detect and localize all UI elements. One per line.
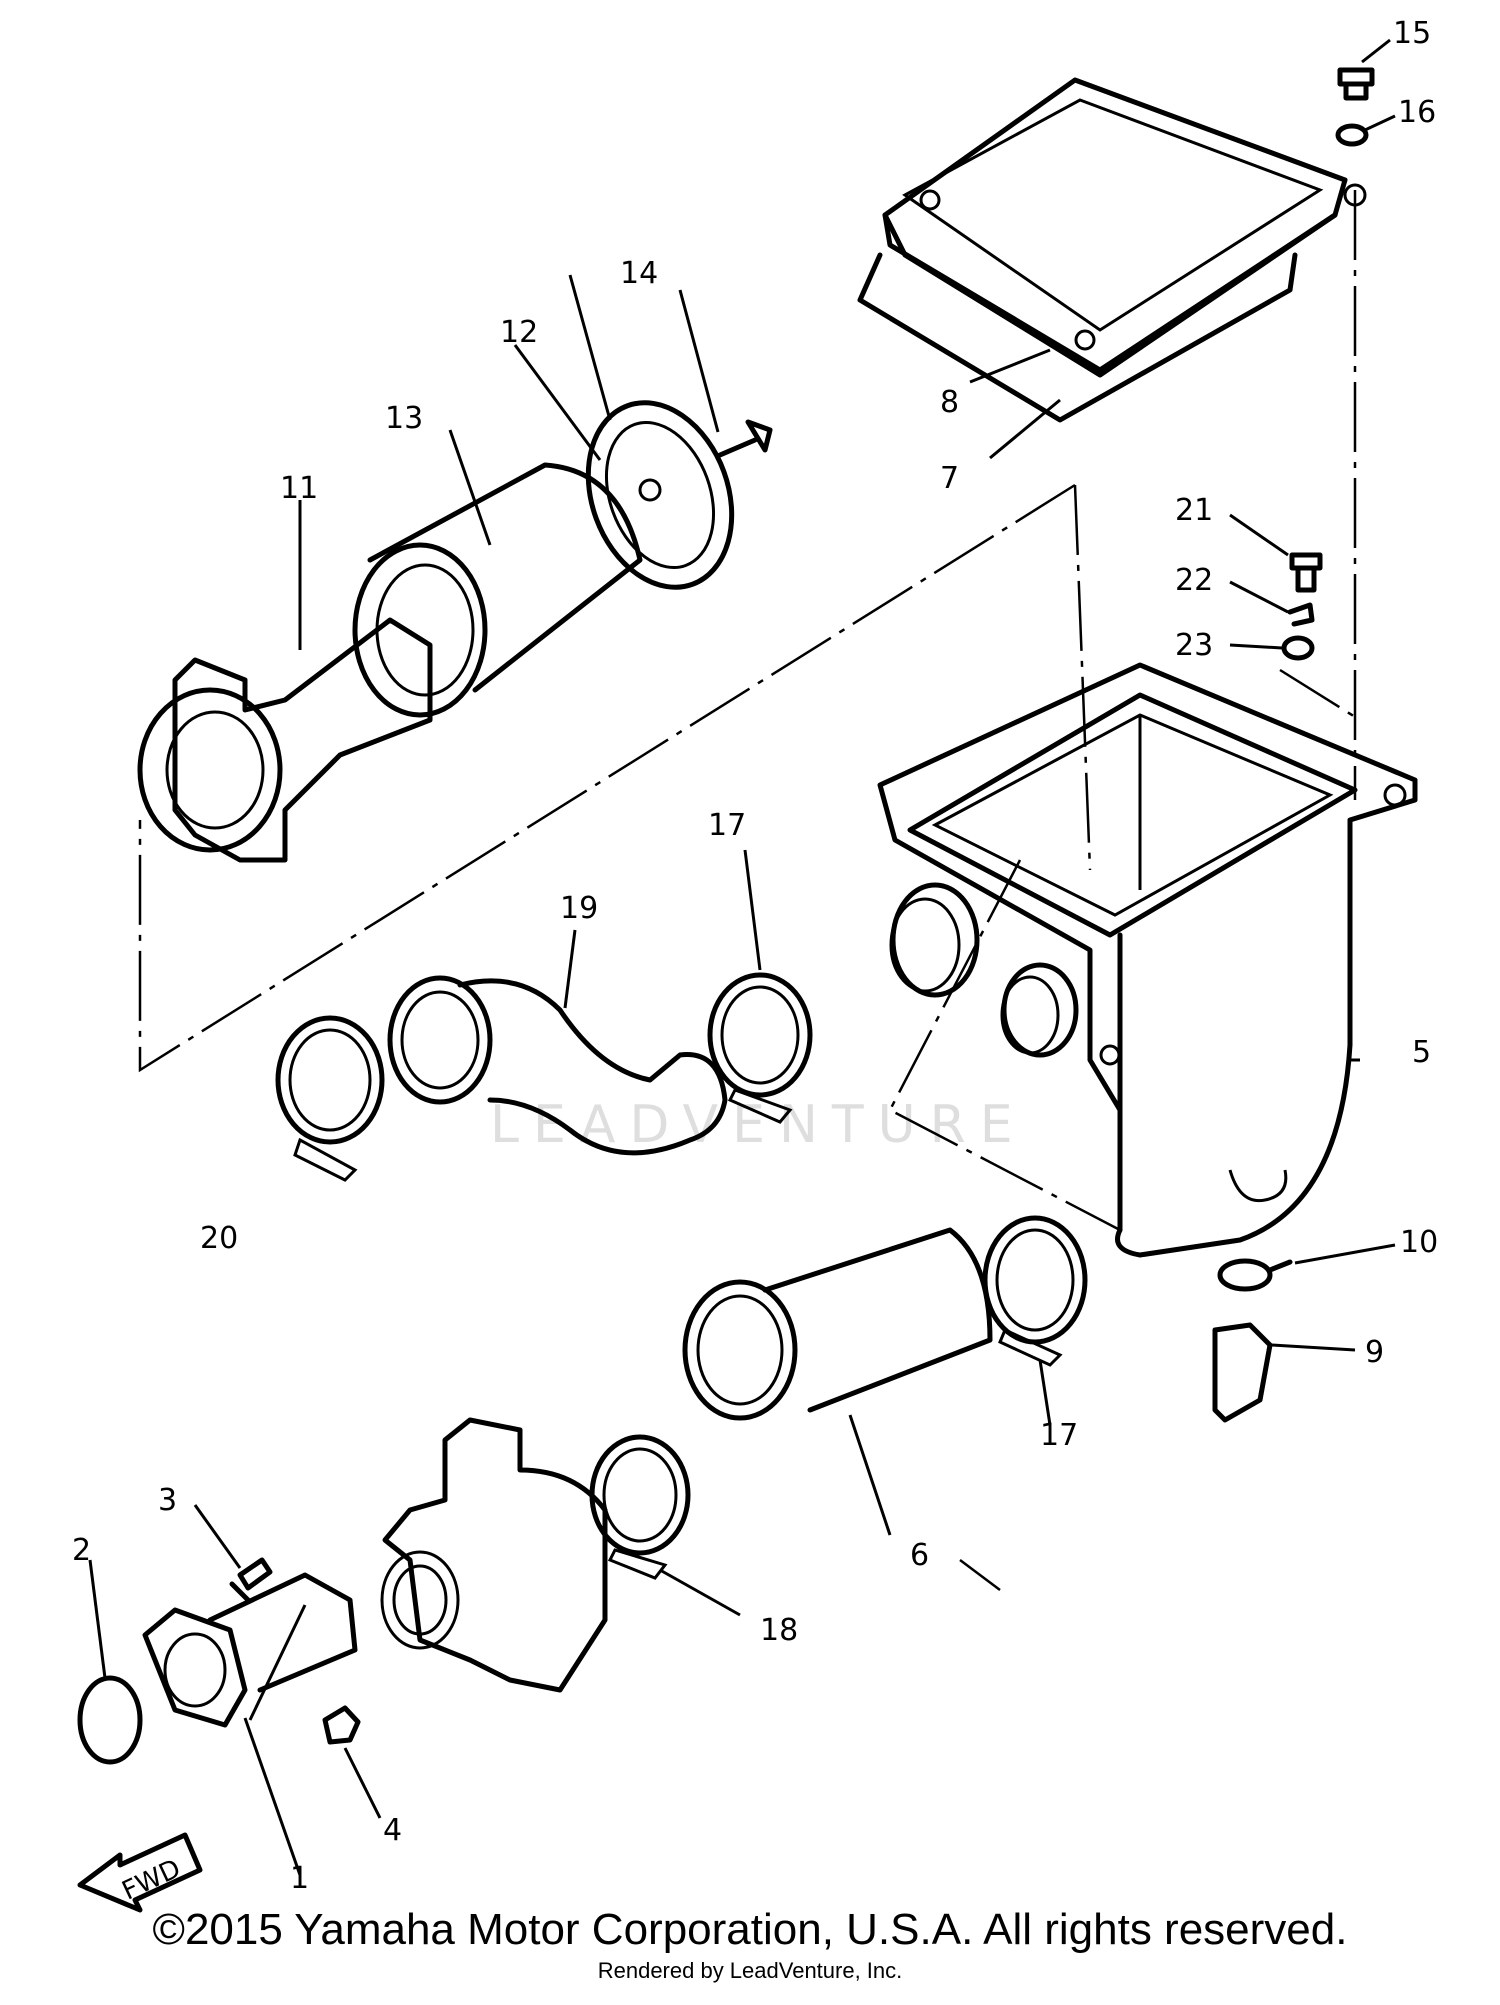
bolts-3-4 [229,1557,361,1745]
callout-21: 21 [1175,493,1213,528]
fwd-arrow: FWD [77,1832,203,1913]
callout-13: 13 [385,401,423,436]
copyright-notice: ©2015 Yamaha Motor Corporation, U.S.A. A… [152,1905,1348,1954]
callout-15: 15 [1393,16,1431,51]
callout-10: 10 [1400,1225,1438,1260]
wing-bolt [717,419,773,458]
callout-17-upper: 17 [708,808,746,843]
callout-5: 5 [1412,1035,1431,1070]
callout-11: 11 [280,471,318,506]
callout-1: 1 [290,1861,309,1896]
callout-4: 4 [383,1813,402,1848]
carburetor-joint [77,1572,358,1765]
filter-element [352,462,643,718]
callout-7: 7 [940,461,959,496]
leader-lines [88,38,1396,1876]
callouts: 1 2 3 4 5 6 7 8 9 10 11 12 13 14 15 16 1… [72,16,1438,1896]
air-joint-6 [682,1227,993,1421]
drain-parts [1212,1258,1293,1423]
rendered-by-notice: Rendered by LeadVenture, Inc. [597,1958,903,1983]
callout-18: 18 [760,1613,798,1648]
filter-cap [585,400,735,590]
airbox-cover [857,77,1367,423]
callout-17-lower: 17 [1040,1418,1078,1453]
fasteners [1281,67,1375,661]
airbox [877,662,1418,1258]
callout-6: 6 [910,1538,929,1573]
callout-2: 2 [72,1533,91,1568]
watermark: LEADVENTURE [490,1095,1027,1155]
callout-9: 9 [1365,1335,1384,1370]
carburetor [380,1417,608,1693]
callout-16: 16 [1398,95,1436,130]
callout-23: 23 [1175,628,1213,663]
air-joint-19 [387,975,728,1156]
callout-14: 14 [620,256,658,291]
callout-19: 19 [560,891,598,926]
callout-8: 8 [940,385,959,420]
callout-22: 22 [1175,563,1213,598]
filter-guide [137,617,433,863]
alignment-lines [138,190,1361,1591]
clamps [275,972,1088,1580]
callout-3: 3 [158,1483,177,1518]
callout-12: 12 [500,315,538,350]
callout-20: 20 [200,1221,238,1256]
